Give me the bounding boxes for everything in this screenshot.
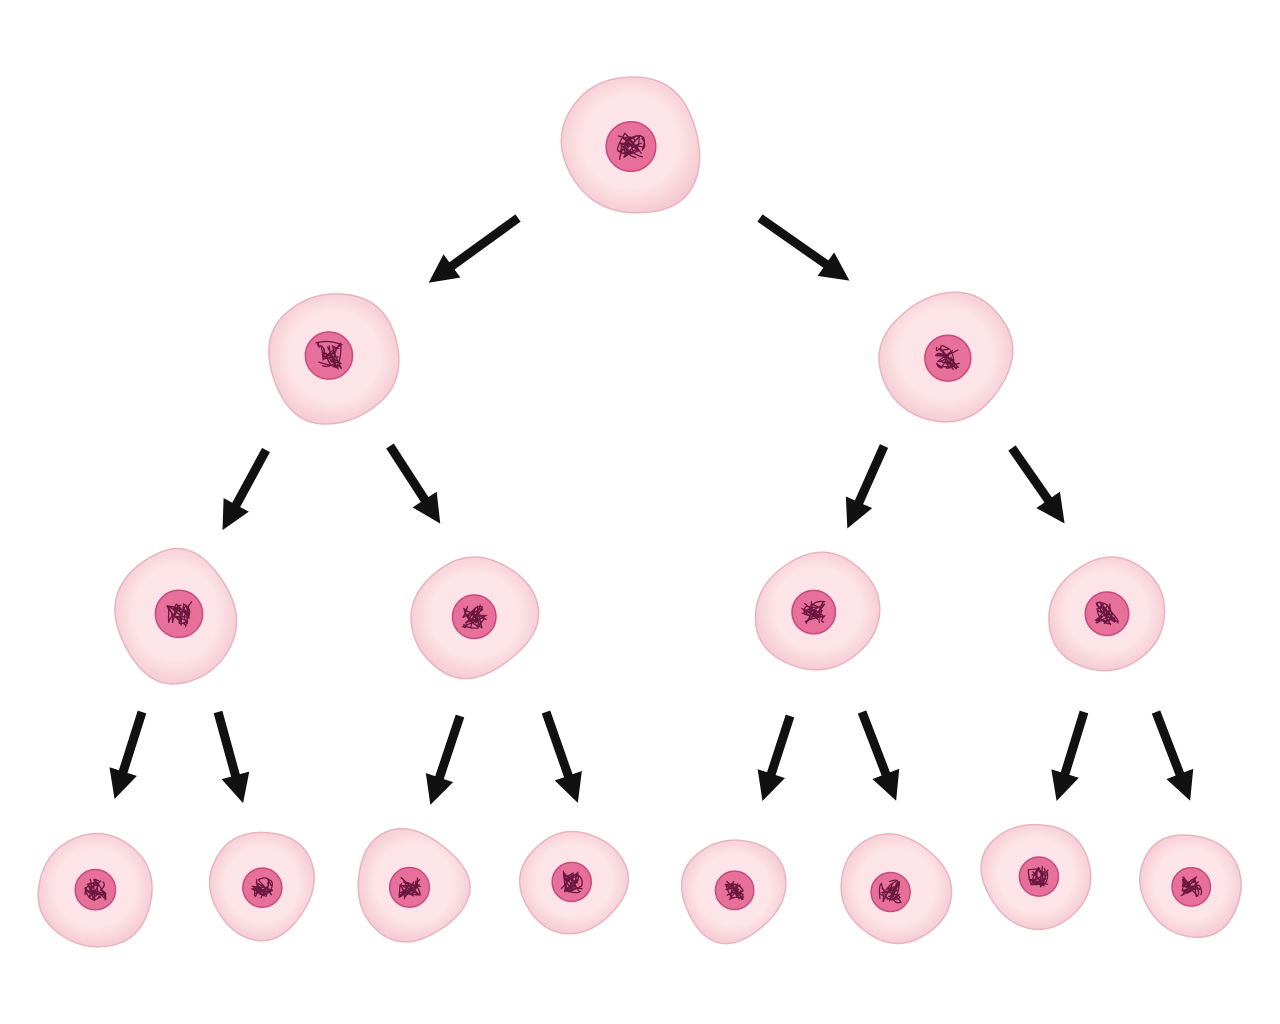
arrow-icon — [428, 214, 521, 283]
arrow-icon — [541, 710, 582, 803]
cell-icon — [980, 823, 1092, 931]
chromatin — [616, 132, 646, 161]
cell-icon — [1048, 556, 1166, 672]
arrow-icon — [845, 444, 889, 529]
arrow-icon — [109, 710, 147, 799]
arrow-icon — [213, 710, 250, 804]
cell-icon — [754, 551, 881, 671]
nucleus-icon — [1018, 856, 1060, 897]
chromatin — [250, 877, 274, 899]
nucleus-icon — [388, 866, 431, 908]
chromatin — [935, 345, 961, 371]
arrow-icon — [1151, 710, 1194, 801]
chromatin — [878, 879, 902, 904]
arrow-icon — [386, 443, 441, 524]
arrow-icon — [757, 214, 850, 281]
arrow-icon — [1008, 445, 1065, 524]
arrow-icon — [757, 714, 795, 801]
cell-icon — [114, 547, 238, 685]
arrow-icon — [857, 710, 900, 801]
chromatin — [166, 601, 193, 629]
chromatin — [724, 880, 744, 901]
chromatin — [315, 340, 344, 371]
chromatin — [560, 869, 583, 894]
cell-icon — [410, 556, 540, 680]
chromatin — [1180, 876, 1203, 898]
chromatin — [1027, 865, 1049, 888]
chromatin — [801, 600, 827, 624]
arrow-icon — [425, 714, 465, 805]
chromatin — [84, 878, 107, 902]
arrow-icon — [1051, 710, 1089, 802]
cell-icon — [878, 291, 1014, 423]
chromatin — [398, 876, 422, 901]
cell-icon — [680, 839, 787, 945]
chromatin — [1093, 601, 1119, 626]
cell-icon — [518, 830, 630, 935]
arrow-layer — [109, 214, 1194, 805]
cell-icon — [840, 833, 953, 945]
arrow-icon — [222, 447, 270, 531]
cell-icon — [37, 832, 153, 948]
cell-icon — [1139, 834, 1242, 938]
chromatin — [461, 604, 489, 629]
cell-icon — [208, 831, 315, 942]
cell-layer — [37, 76, 1242, 948]
cell-icon — [357, 827, 471, 943]
cell-icon — [268, 293, 400, 425]
cell-icon — [560, 76, 701, 214]
